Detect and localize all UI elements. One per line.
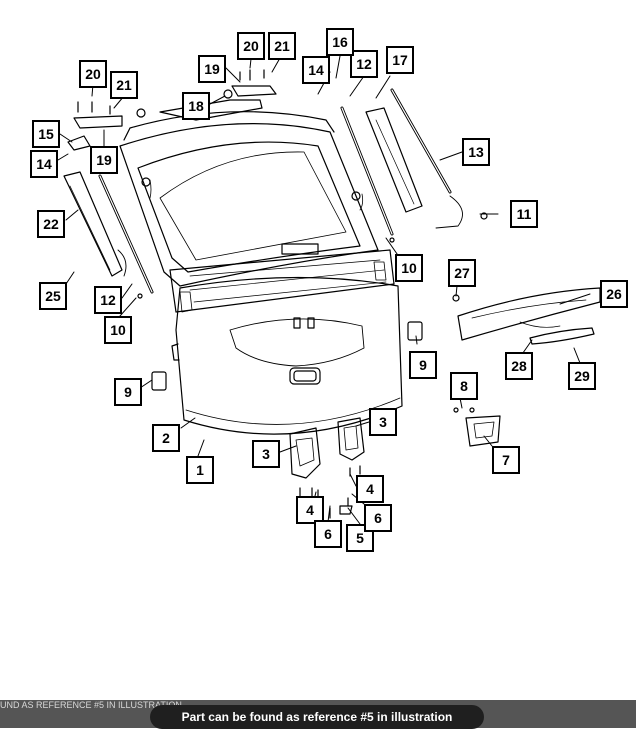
callout-26: 26 xyxy=(600,280,628,308)
callout-22: 17 xyxy=(386,46,414,74)
callout-8: 8 xyxy=(450,372,478,400)
callout-12: 12 xyxy=(350,50,378,78)
callout-18: 18 xyxy=(182,92,210,120)
callout-21: 21 xyxy=(110,71,138,99)
footer-caption: UND AS REFERENCE #5 IN ILLUSTRATION xyxy=(0,700,182,710)
liftgate-panel xyxy=(171,276,403,435)
callout-5: 5 xyxy=(346,524,374,552)
callout-3: 3 xyxy=(369,408,397,436)
callout-14: 14 xyxy=(30,150,58,178)
callout-16: 16 xyxy=(326,28,354,56)
parts-diagram: 1 2 3 3 4 4 5 6 6 7 8 9 9 10 10 11 12 12… xyxy=(30,28,628,552)
callout-19: 19 xyxy=(198,55,226,83)
callout-28: 28 xyxy=(505,352,533,380)
footer-bar: UND AS REFERENCE #5 IN ILLUSTRATION Part… xyxy=(0,700,636,729)
callout-4: 4 xyxy=(356,475,384,503)
callout-7: 7 xyxy=(492,446,520,474)
latches xyxy=(289,417,365,519)
power-struts xyxy=(63,88,488,277)
gas-struts xyxy=(98,106,395,299)
inner-frame xyxy=(119,111,395,313)
callout-12: 12 xyxy=(94,286,122,314)
callout-20: 20 xyxy=(237,32,265,60)
callout-6: 6 xyxy=(314,520,342,548)
callout-10: 10 xyxy=(104,316,132,344)
callout-10: 10 xyxy=(395,254,423,282)
handle xyxy=(453,407,501,447)
callout-1: 1 xyxy=(186,456,214,484)
callout-15: 15 xyxy=(32,120,60,148)
reference-notice: Part can be found as reference #5 in ill… xyxy=(150,705,484,729)
callout-29: 29 xyxy=(568,362,596,390)
callout-3: 3 xyxy=(252,440,280,468)
applique xyxy=(452,287,601,345)
callout-9: 9 xyxy=(114,378,142,406)
callout-21: 21 xyxy=(268,32,296,60)
callout-4: 4 xyxy=(296,496,324,524)
callout-19: 19 xyxy=(90,146,118,174)
callout-14: 14 xyxy=(302,56,330,84)
callout-20: 20 xyxy=(79,60,107,88)
callout-22: 22 xyxy=(37,210,65,238)
callout-25: 25 xyxy=(39,282,67,310)
callout-13: 13 xyxy=(462,138,490,166)
callout-2: 2 xyxy=(152,424,180,452)
callout-27: 27 xyxy=(448,259,476,287)
callout-9: 9 xyxy=(409,351,437,379)
bumpers xyxy=(151,321,423,391)
callout-11: 11 xyxy=(510,200,538,228)
callout-6: 6 xyxy=(364,504,392,532)
liftgate-illustration xyxy=(57,55,601,525)
